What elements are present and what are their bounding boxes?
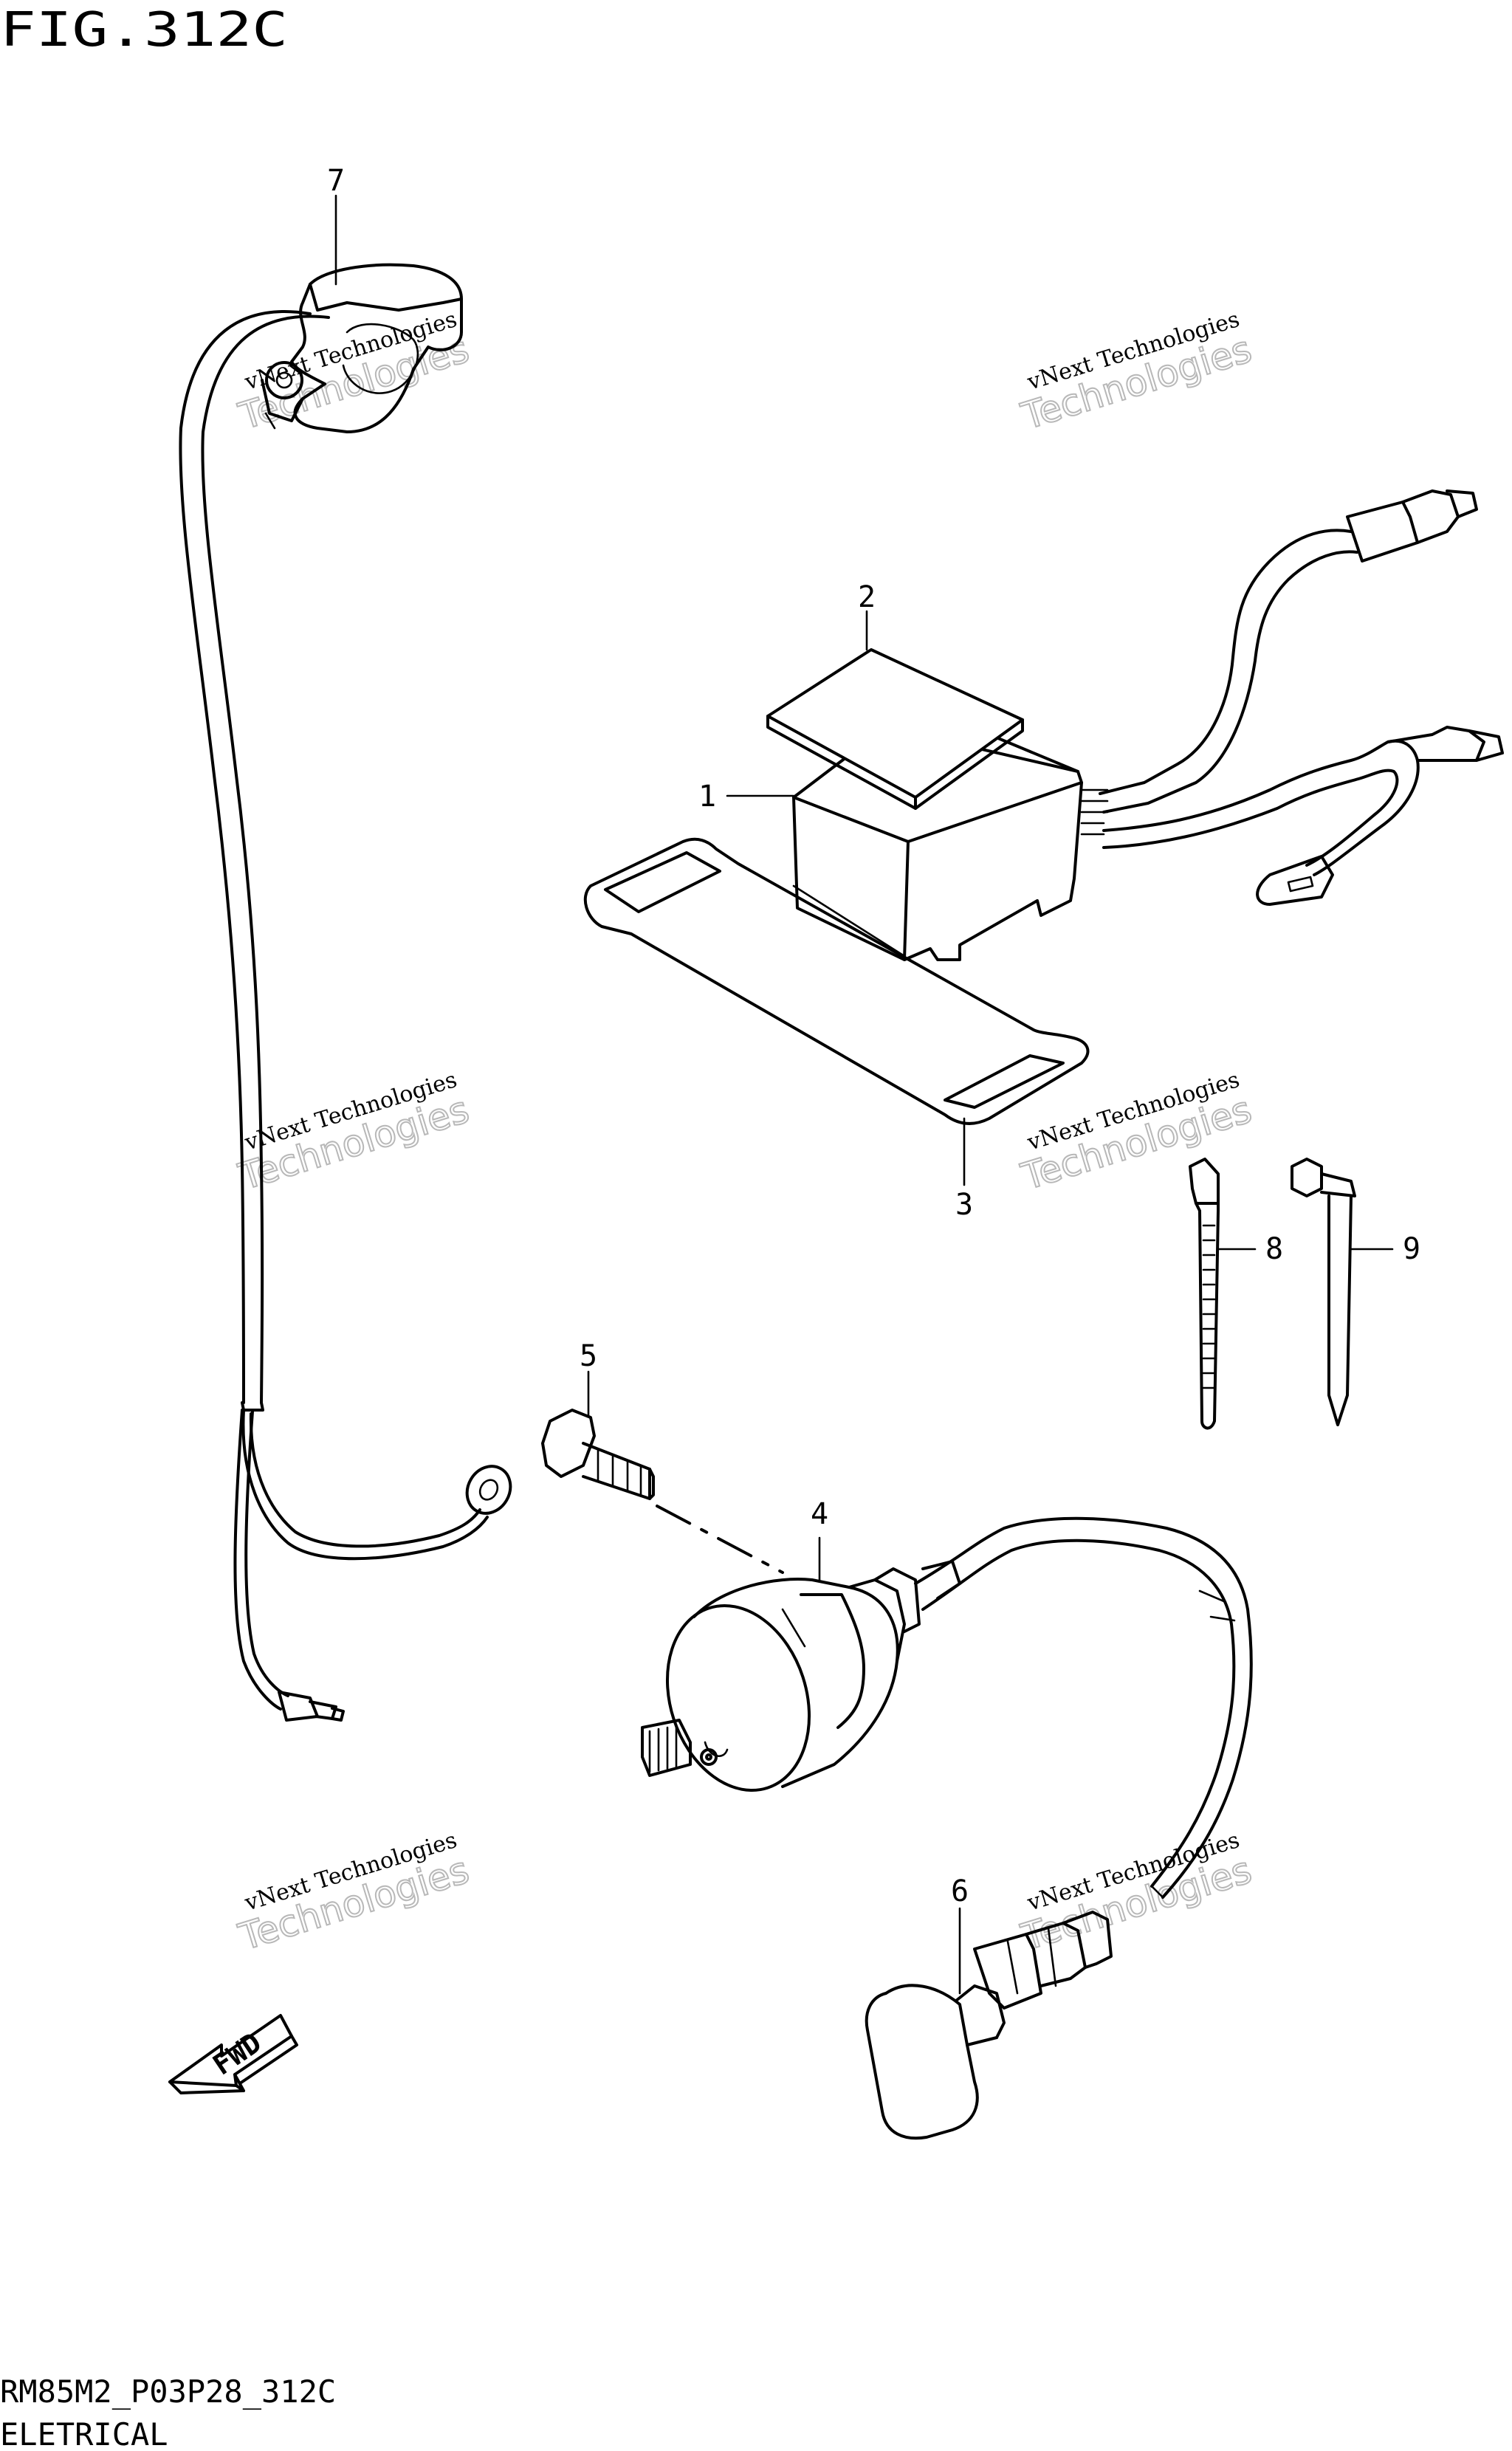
callout-6: 6 [951, 1874, 969, 1908]
callout-3: 3 [955, 1188, 973, 1222]
watermark: vNext Technologies Technologies [1016, 1827, 1257, 1959]
callout-4: 4 [811, 1497, 828, 1531]
callout-5: 5 [580, 1339, 597, 1373]
leader-lines [334, 194, 1394, 1995]
install-dash-line [656, 1505, 784, 1574]
callout-2: 2 [858, 580, 876, 614]
drawing-code: RM85M2_P03P28_312C [0, 2373, 336, 2410]
callout-8: 8 [1265, 1232, 1283, 1266]
callouts: 1 2 3 4 5 6 7 8 9 [327, 164, 1420, 1908]
pickup-coil-part-7 [179, 263, 512, 1722]
pad-part-2 [766, 648, 1024, 810]
callout-9: 9 [1403, 1232, 1420, 1266]
cdi-band-part-3 [583, 837, 1090, 1125]
section-title: ELETRICAL [0, 2416, 168, 2451]
cable-tie-part-8 [1189, 1158, 1220, 1430]
clamp-part-9 [1291, 1158, 1356, 1426]
spark-plug-cap-part-6 [865, 1911, 1113, 2140]
bolt-part-5 [541, 1409, 655, 1500]
ignition-coil-part-4 [641, 1516, 1253, 1899]
fwd-label: FWD [207, 2027, 267, 2082]
forward-direction-arrow: FWD [168, 2014, 298, 2094]
watermark: vNext Technologies Technologies [1016, 306, 1257, 439]
callout-7: 7 [327, 164, 345, 198]
cdi-wiring-harness [1080, 489, 1504, 906]
cdi-unit-part-1 [792, 726, 1083, 961]
figure-label: FIG.312C [0, 3, 288, 58]
watermark-group: vNext Technologies Technologies vNext Te… [233, 306, 1257, 1959]
callout-1: 1 [698, 780, 716, 814]
watermark: vNext Technologies Technologies [233, 1827, 475, 1959]
watermark: vNext Technologies Technologies [233, 1067, 475, 1199]
